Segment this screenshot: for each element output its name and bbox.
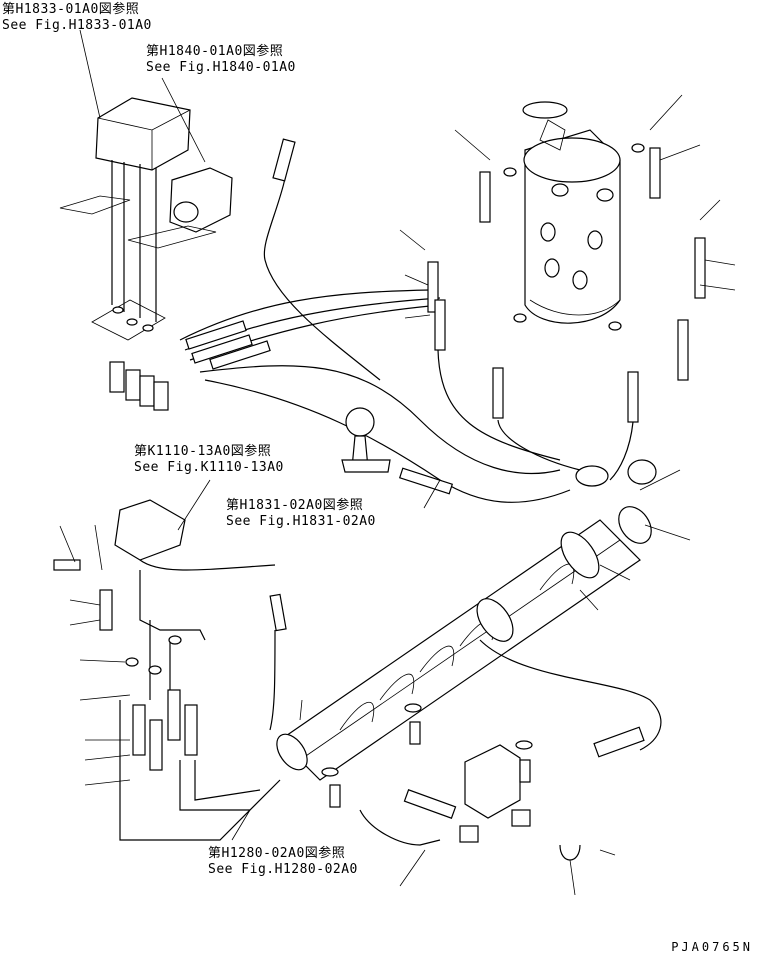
lower-left-hoses: [53, 499, 287, 841]
hose-guard-tube: [276, 459, 657, 781]
fittings-cluster-left: [91, 299, 169, 411]
leader-lines: [59, 29, 736, 896]
reference-h1831-en: See Fig.H1831-02A0: [226, 514, 376, 529]
reference-h1840-en: See Fig.H1840-01A0: [146, 60, 296, 75]
return-hose: [263, 149, 381, 381]
reference-h1840: 第H1840-01A0図参照 See Fig.H1840-01A0: [146, 44, 296, 76]
reference-k1110: 第K1110-13A0図参照 See Fig.K1110-13A0: [134, 444, 284, 476]
reference-h1280: 第H1280-02A0図参照 See Fig.H1280-02A0: [208, 846, 358, 878]
reference-h1280-en: See Fig.H1280-02A0: [208, 862, 358, 877]
control-lever: [341, 407, 454, 495]
fittings-right: [427, 143, 706, 481]
hose-bundle: [179, 289, 571, 503]
swivel-joint: [522, 101, 621, 324]
reference-h1833-en: See Fig.H1833-01A0: [2, 18, 152, 33]
reference-h1831-jp: 第H1831-02A0図参照: [226, 498, 364, 513]
reference-h1280-jp: 第H1280-02A0図参照: [208, 846, 346, 861]
reference-k1110-en: See Fig.K1110-13A0: [134, 460, 284, 475]
reference-h1840-jp: 第H1840-01A0図参照: [146, 44, 284, 59]
control-valve-block: [59, 97, 233, 322]
reference-h1833: 第H1833-01A0図参照 See Fig.H1833-01A0: [2, 2, 152, 34]
reference-h1831: 第H1831-02A0図参照 See Fig.H1831-02A0: [226, 498, 376, 530]
reference-k1110-jp: 第K1110-13A0図参照: [134, 444, 272, 459]
lower-right-parts: [321, 639, 662, 861]
reference-h1833-jp: 第H1833-01A0図参照: [2, 2, 140, 17]
drawing-code: PJA0765N: [671, 940, 753, 954]
